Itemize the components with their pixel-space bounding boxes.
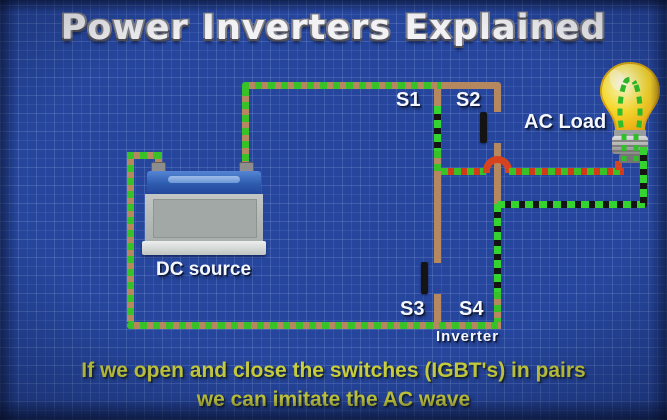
leg-b-top-stub: [494, 89, 501, 112]
leg-a-bottom-stub: [434, 294, 441, 322]
wire-load-red-left: [441, 168, 486, 175]
dc-source-label: DC source: [156, 259, 252, 280]
switch-s2-label: S2: [456, 89, 481, 111]
switch-s1-label: S1: [396, 89, 421, 111]
wire-load-red-right: [509, 168, 624, 175]
battery-label-panel: [153, 199, 257, 238]
wire-return-vertical: [640, 147, 647, 203]
leg-b-mid-neutral: [494, 143, 501, 204]
ac-load-label: AC Load: [524, 111, 607, 133]
page-title: Power Inverters Explained: [60, 8, 607, 48]
inverter-label: Inverter: [436, 328, 500, 345]
switch-s4-closed: [494, 204, 501, 292]
leg-a-midpoint-energized: [434, 151, 441, 175]
switch-s2-open-bar: [480, 112, 487, 143]
leg-b-bottom-energized: [494, 292, 501, 322]
wire-battery-positive-riser: [242, 89, 249, 169]
caption-line-1: If we open and close the switches (IGBT'…: [81, 359, 586, 382]
switch-s1-closed: [434, 106, 441, 151]
leg-a-top-stub: [434, 89, 441, 106]
wire-top-neutral: [441, 82, 501, 89]
caption-line-2: we can imitate the AC wave: [196, 388, 471, 411]
leg-a-lower-neutral: [434, 175, 441, 263]
wire-crossover-arch: [483, 156, 512, 173]
wire-return-horizontal: [497, 201, 647, 208]
wire-left-vertical: [127, 152, 134, 322]
switch-s4-label: S4: [459, 298, 484, 320]
switch-s3-open-bar: [421, 262, 428, 294]
battery-base: [142, 241, 266, 255]
battery-handle: [168, 176, 240, 183]
wire-top-energized: [242, 82, 441, 89]
switch-s3-label: S3: [400, 298, 425, 320]
